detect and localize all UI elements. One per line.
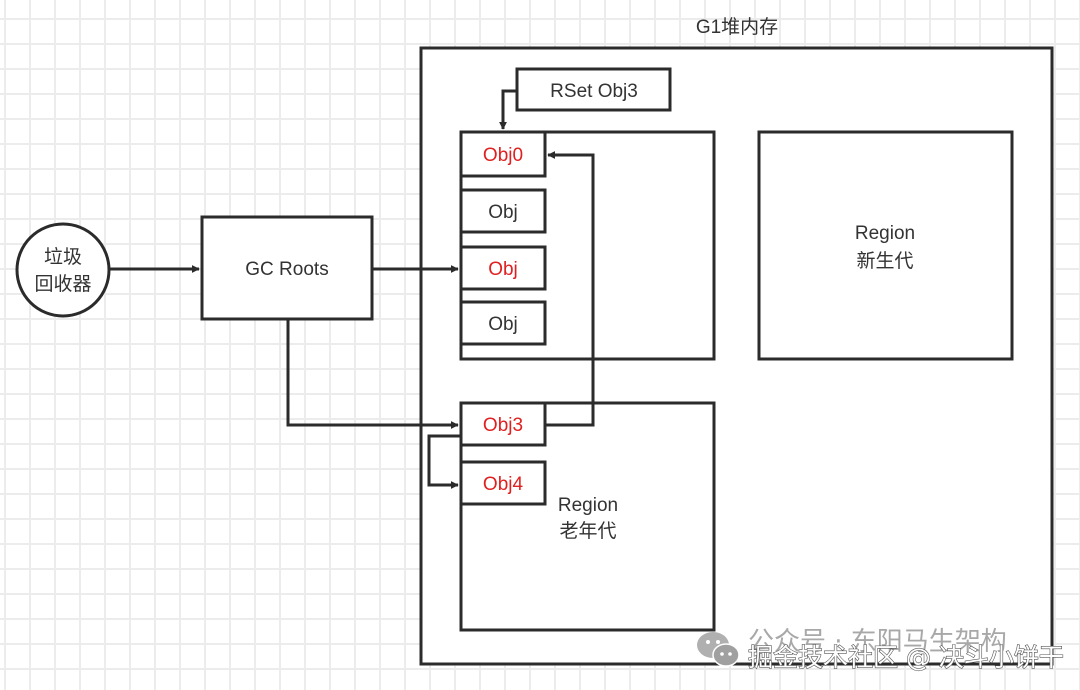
obj-3-label: Obj [488,314,518,335]
object-obj3: Obj3 [459,401,547,447]
watermark-line2: 掘金技术社区 @ 决斗小饼干 [748,643,1064,672]
obj0-label: Obj0 [483,145,523,166]
young-region-label-line1: Region [855,223,915,244]
watermark-line1: 公众号 · 东阳马生架构 [748,627,1007,657]
obj-2-label: Obj [488,259,518,280]
object-obj4: Obj4 [459,460,547,506]
object-obj-3: Obj [459,300,547,346]
object-obj0: Obj0 [459,130,547,178]
watermark: 公众号 · 东阳马生架构 掘金技术社区 @ 决斗小饼干 [697,627,1065,673]
collector-label-line1: 垃圾 [44,246,82,268]
obj-1-label: Obj [488,202,518,223]
gc-roots-label: GC Roots [245,259,328,280]
object-obj-1: Obj [459,188,547,234]
obj4-label: Obj4 [483,474,524,495]
collector-label-line2: 回收器 [34,273,91,295]
wechat-icon [697,632,740,667]
heap-title: G1堆内存 [696,16,778,38]
gc-roots-node: GC Roots [200,215,374,321]
old-region-label-line1: Region [558,495,618,516]
edge-obj3-to-obj4 [427,434,461,489]
edge-obj3-to-obj0 [545,151,595,427]
edge-gcroots-to-obj3 [286,319,459,429]
object-obj-2-referenced: Obj [459,245,547,291]
rset-label: RSet Obj3 [550,81,638,102]
region-young: Region 新生代 [757,130,1014,361]
edge-rset-to-obj0 [499,89,517,130]
rset-node: RSet Obj3 [515,67,672,112]
young-region-label-line2: 新生代 [856,250,913,272]
obj3-label: Obj3 [483,415,523,436]
garbage-collector-node: 垃圾 回收器 [15,222,111,318]
old-region-label-line2: 老年代 [559,520,616,542]
